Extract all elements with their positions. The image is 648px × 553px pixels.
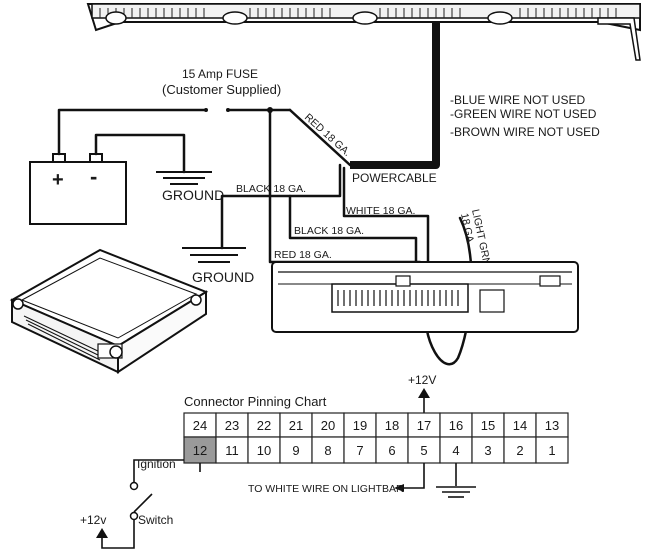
pinning-chart-title: Connector Pinning Chart (184, 394, 327, 409)
power-cable (350, 22, 440, 169)
unused-green-wire-label: -GREEN WIRE NOT USED (450, 107, 597, 121)
pin5-white-wire-line (396, 463, 425, 489)
ground-1-label: GROUND (162, 187, 224, 203)
controller-module-iso (9, 248, 209, 374)
red-18ga-label: RED 18 GA. (302, 111, 353, 159)
ignition-contact-bottom (129, 511, 139, 521)
battery-plus-label: + (52, 169, 64, 191)
pin-5: 5 (420, 443, 427, 458)
plus-12v-top-label: +12V (408, 373, 436, 387)
light-green-wire (423, 216, 473, 366)
switch-label: Switch (138, 513, 173, 527)
pin12-ignition-wire (133, 459, 201, 482)
fuse-title: 15 Amp FUSE (182, 67, 258, 81)
battery: + - (29, 153, 127, 225)
fuse-subtitle: (Customer Supplied) (162, 82, 281, 97)
arrow-up-icon-bottom (96, 528, 108, 538)
pin-23: 23 (225, 418, 239, 433)
pinning-grid: 24 23 22 21 20 19 18 17 16 15 14 13 12 1… (183, 412, 569, 464)
pin-15: 15 (481, 418, 495, 433)
switch-power-wire (101, 520, 135, 549)
black-18ga-wire-1 (220, 163, 342, 250)
pin-24: 24 (193, 418, 207, 433)
pin-21: 21 (289, 418, 303, 433)
pin-13: 13 (545, 418, 559, 433)
unused-brown-wire-label: -BROWN WIRE NOT USED (450, 125, 600, 139)
lightbar (86, 3, 641, 61)
pin-19: 19 (353, 418, 367, 433)
pin-20: 20 (321, 418, 335, 433)
arrow-up-icon (418, 388, 430, 398)
pin-11: 11 (225, 443, 239, 458)
battery-minus-label: - (90, 164, 97, 189)
pin-18: 18 (385, 418, 399, 433)
ground-2-symbol (182, 247, 246, 263)
ignition-contact-top (129, 481, 139, 491)
pin-12: 12 (193, 443, 207, 458)
pin-1: 1 (548, 443, 555, 458)
white-18ga-wire (342, 166, 430, 298)
pin-8: 8 (324, 443, 331, 458)
pin4-ground-symbol (436, 486, 476, 498)
power-cable-label: POWERCABLE (352, 171, 437, 185)
switch-lever (133, 493, 153, 513)
ignition-label: Ignition (137, 457, 176, 471)
battery-negative-wire (94, 133, 186, 174)
pin-14: 14 (513, 418, 527, 433)
pin-3: 3 (484, 443, 491, 458)
pin-22: 22 (257, 418, 271, 433)
to-white-wire-label: TO WHITE WIRE ON LIGHTBAR (248, 483, 404, 495)
battery-positive-wire (57, 108, 208, 156)
white-18ga-label: WHITE 18 GA. (346, 205, 415, 217)
plus-12v-bottom-label: +12v (80, 513, 106, 527)
pin-4: 4 (452, 443, 459, 458)
red-18ga-wire (288, 108, 352, 167)
controller-module-side (271, 261, 579, 333)
pin-10: 10 (257, 443, 271, 458)
arrow-left-icon (394, 484, 404, 492)
pin-9: 9 (292, 443, 299, 458)
black-18ga-label-2: BLACK 18 GA. (294, 225, 364, 237)
pin-2: 2 (516, 443, 523, 458)
pin-17: 17 (417, 418, 431, 433)
pin-7: 7 (356, 443, 363, 458)
unused-blue-wire-label: -BLUE WIRE NOT USED (450, 93, 585, 107)
pin-16: 16 (449, 418, 463, 433)
ground-1-symbol (156, 171, 212, 185)
pin-6: 6 (388, 443, 395, 458)
ground-2-label: GROUND (192, 269, 254, 285)
red-18ga-label-2: RED 18 GA. (274, 249, 332, 261)
